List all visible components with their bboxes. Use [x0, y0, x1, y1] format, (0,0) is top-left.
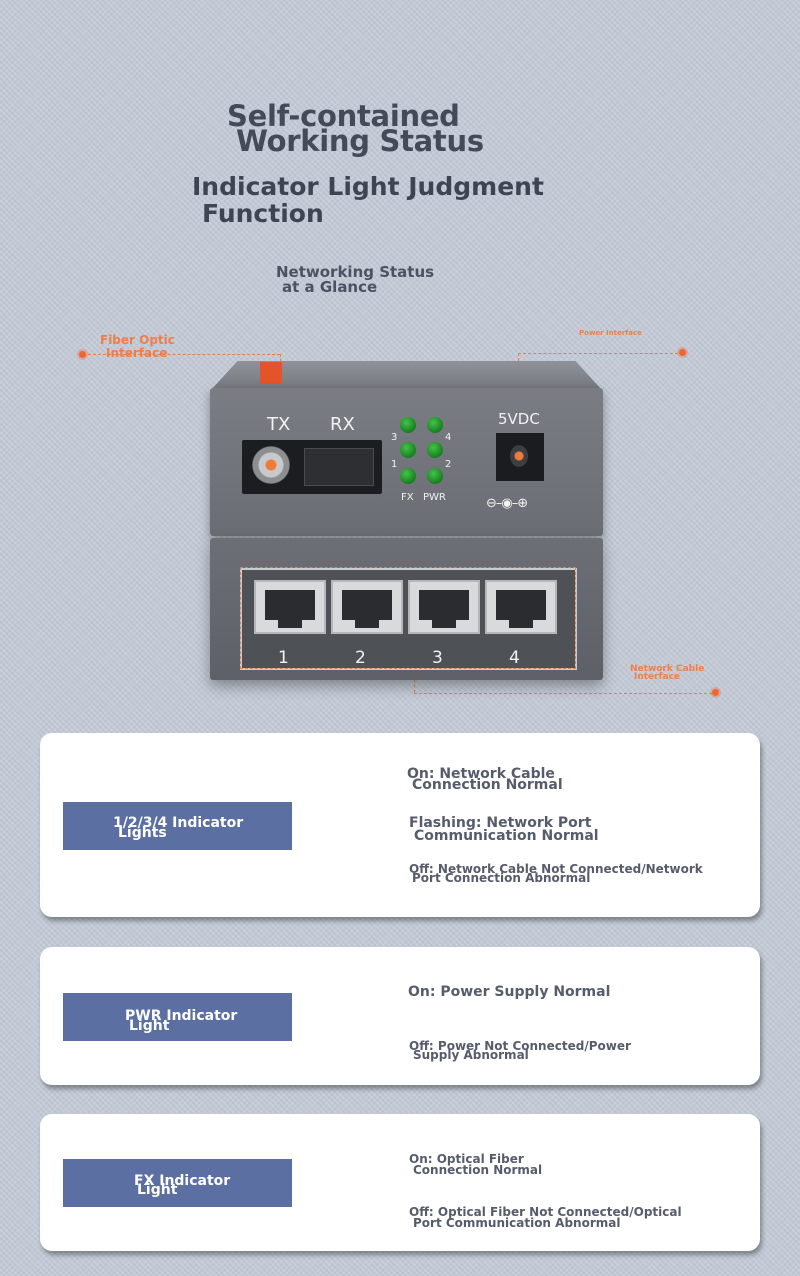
flash-text-line-2: Communication Normal [414, 828, 599, 844]
subtitle-line-1: Indicator Light Judgment [192, 172, 544, 201]
port-number-4: 4 [509, 648, 520, 668]
off-text-line-1: Off: Power Not Connected/Power [409, 1039, 631, 1053]
rj45-port-1 [254, 580, 326, 634]
port-number-2: 2 [355, 648, 366, 668]
off-text-line-2: Supply Abnormal [413, 1048, 529, 1062]
port-number-1: 1 [278, 648, 289, 668]
fiber-callout-line-h [88, 354, 280, 355]
label-line-2: Light [129, 1018, 170, 1034]
led-label-fx: FX [401, 492, 414, 503]
led-icon [427, 417, 443, 433]
tagline-line-1: Networking Status [276, 263, 435, 281]
fiber-port [242, 440, 382, 494]
on-text-line-1: On: Optical Fiber [409, 1152, 524, 1166]
power-jack-pin [510, 445, 528, 467]
dc-label: 5VDC [498, 410, 540, 428]
on-text-line-2: Connection Normal [413, 1163, 543, 1177]
led-icon [427, 442, 443, 458]
label-line-1: PWR Indicator [125, 1008, 238, 1024]
rj45-port-4 [485, 580, 557, 634]
label-port-lights: 1/2/3/4 Indicator Lights [63, 802, 292, 850]
label-line-1: 1/2/3/4 Indicator [113, 815, 244, 831]
power-jack [496, 433, 544, 481]
converter-upper-unit: TX RX 3 4 1 2 FX PWR 5VDC ⊖–◉–⊕ [210, 388, 603, 536]
rx-fiber-slot [304, 448, 374, 486]
off-text-line-1: Off: Optical Fiber Not Connected/Optical [409, 1205, 682, 1219]
network-callout-label-1: Network Cable [630, 664, 705, 674]
rj45-port-3 [408, 580, 480, 634]
ports-outline [240, 567, 576, 669]
led-icon [400, 417, 416, 433]
off-text-line-1: Off: Network Cable Not Connected/Network [409, 862, 703, 876]
tagline-line-2: at a Glance [282, 278, 378, 296]
on-text-line-2: Connection Normal [412, 777, 563, 793]
network-callout-line-v [414, 668, 415, 693]
flash-text-line-1: Flashing: Network Port [409, 815, 592, 831]
title-line-2: Working Status [236, 124, 484, 158]
network-callout-line-h [414, 693, 712, 694]
port-number-3: 3 [432, 648, 443, 668]
on-text-line-1: On: Power Supply Normal [408, 984, 611, 1000]
fiber-callout-label-1: Fiber Optic [100, 333, 175, 347]
led-label-1: 1 [391, 459, 398, 470]
subtitle-line-2: Function [202, 199, 324, 228]
off-text-line-2: Port Communication Abnormal [413, 1216, 621, 1230]
label-line-1: FX Indicator [134, 1173, 231, 1189]
label-pwr-light: PWR Indicator Light [63, 993, 292, 1041]
led-label-3: 3 [391, 432, 398, 443]
converter-lower-unit: 1 2 3 4 [210, 538, 603, 680]
fiber-callout-label-2: Interface [106, 346, 168, 360]
led-label-2: 2 [445, 459, 452, 470]
off-text-line-2: Port Connection Abnormal [412, 871, 591, 885]
tx-label: TX [267, 414, 291, 435]
title-line-1: Self-contained [227, 99, 460, 133]
brand-logo [260, 362, 282, 384]
label-fx-light: FX Indicator Light [63, 1159, 292, 1207]
led-label-pwr: PWR [423, 492, 446, 503]
power-callout-label: Power Interface [579, 329, 642, 337]
led-icon [400, 442, 416, 458]
led-label-4: 4 [445, 432, 452, 443]
power-callout-dot [679, 349, 686, 356]
led-icon [400, 468, 416, 484]
rx-label: RX [330, 414, 355, 435]
polarity-icon: ⊖–◉–⊕ [486, 496, 528, 511]
on-text-line-1: On: Network Cable [407, 766, 555, 782]
fiber-callout-dot [79, 351, 86, 358]
network-callout-label-2: Interface [634, 672, 681, 682]
label-line-2: Lights [118, 825, 167, 841]
tx-fiber-connector [252, 446, 290, 484]
rj45-port-2 [331, 580, 403, 634]
power-callout-line-h [518, 353, 678, 354]
network-callout-dot [712, 689, 719, 696]
label-line-2: Light [137, 1182, 178, 1198]
led-icon [427, 468, 443, 484]
